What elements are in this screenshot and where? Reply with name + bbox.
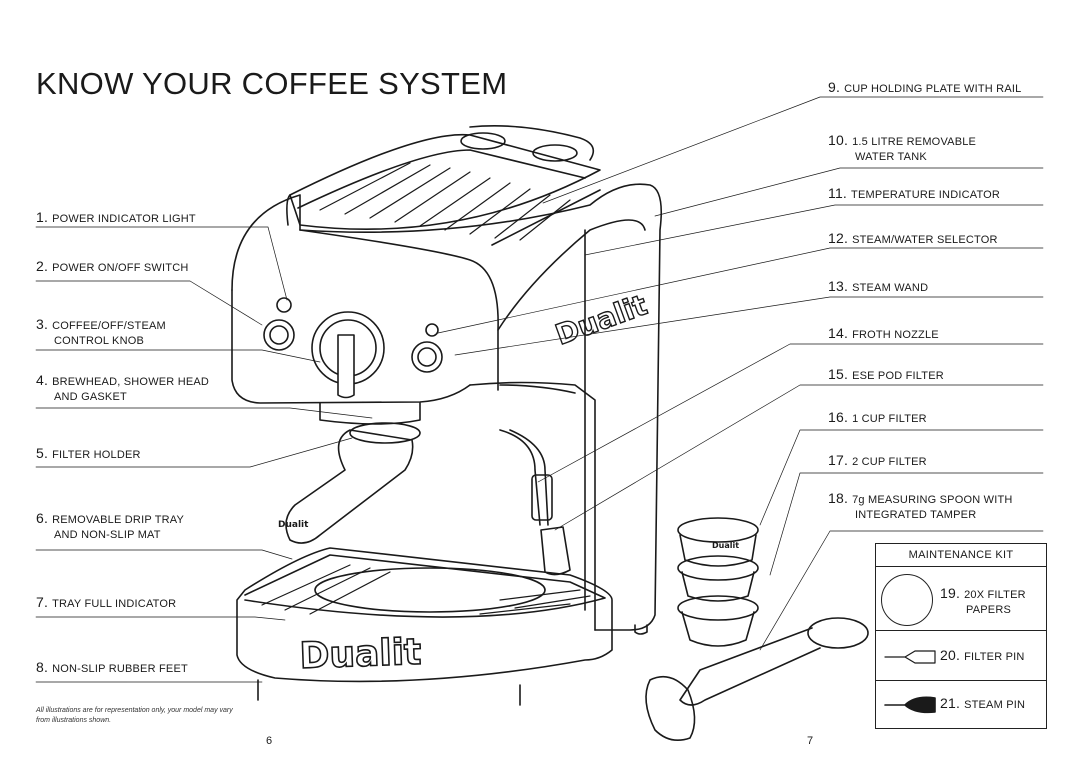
label-text: FROTH NOZZLE	[852, 329, 939, 341]
maintenance-kit-heading: MAINTENANCE KIT	[876, 544, 1046, 567]
label-control-knob: 3.COFFEE/OFF/STEAM CONTROL KNOB	[36, 317, 166, 349]
kit-divider	[876, 680, 1046, 681]
label-text: CUP HOLDING PLATE WITH RAIL	[844, 83, 1022, 95]
label-number: 14.	[828, 325, 849, 341]
filter-paper-icon	[881, 574, 933, 626]
steam-wand	[499, 429, 571, 576]
label-number: 12.	[828, 230, 849, 246]
filter-holder	[285, 422, 421, 544]
page-number-left: 6	[266, 735, 273, 747]
measuring-spoon	[645, 617, 869, 741]
label-text: STEAM PIN	[964, 699, 1026, 711]
maintenance-kit-box: MAINTENANCE KIT 19.20X FILTER PAPERS 20.…	[875, 543, 1047, 729]
label-tray-full-indicator: 7.TRAY FULL INDICATOR	[36, 595, 176, 612]
label-brewhead: 4.BREWHEAD, SHOWER HEAD AND GASKET	[36, 373, 209, 405]
label-cup-holding-plate: 9.CUP HOLDING PLATE WITH RAIL	[828, 80, 1021, 97]
label-number: 4.	[36, 372, 49, 388]
label-number: 16.	[828, 409, 849, 425]
label-text: STEAM/WATER SELECTOR	[852, 234, 998, 246]
label-text: REMOVABLE DRIP TRAY	[52, 514, 185, 526]
label-text: FILTER PIN	[964, 651, 1025, 663]
label-number: 2.	[36, 258, 49, 274]
label-text: ESE POD FILTER	[852, 370, 944, 382]
label-number: 8.	[36, 659, 49, 675]
label-number: 13.	[828, 278, 849, 294]
label-number: 7.	[36, 594, 49, 610]
label-power-switch: 2.POWER ON/OFF SWITCH	[36, 259, 188, 276]
label-number: 18.	[828, 490, 849, 506]
label-text-line2: INTEGRATED TAMPER	[855, 509, 977, 521]
label-2-cup-filter: 17.2 CUP FILTER	[828, 453, 927, 470]
label-number: 21.	[940, 695, 961, 711]
label-text-line2: PAPERS	[966, 604, 1012, 616]
label-steam-wand: 13.STEAM WAND	[828, 279, 928, 296]
label-number: 15.	[828, 366, 849, 382]
brand-logo-tray: Dualit	[299, 632, 422, 677]
label-text-line2: AND NON-SLIP MAT	[54, 529, 161, 541]
label-text: BREWHEAD, SHOWER HEAD	[52, 376, 210, 388]
kit-item-filter-papers: 19.20X FILTER PAPERS	[940, 586, 1026, 618]
label-text: TEMPERATURE INDICATOR	[851, 189, 1001, 201]
label-steam-water-selector: 12.STEAM/WATER SELECTOR	[828, 231, 998, 248]
page-number-right: 7	[807, 735, 814, 747]
label-text: FILTER HOLDER	[52, 449, 141, 461]
label-text: 2 CUP FILTER	[852, 456, 927, 468]
label-ese-pod-filter: 15.ESE POD FILTER	[828, 367, 944, 384]
label-froth-nozzle: 14.FROTH NOZZLE	[828, 326, 939, 343]
brand-logo-body: Dualit	[551, 288, 651, 351]
label-text: NON-SLIP RUBBER FEET	[52, 663, 188, 675]
label-number: 3.	[36, 316, 49, 332]
kit-divider	[876, 630, 1046, 631]
label-power-indicator-light: 1.POWER INDICATOR LIGHT	[36, 210, 196, 227]
label-number: 10.	[828, 132, 849, 148]
label-text: 1 CUP FILTER	[852, 413, 927, 425]
machine-body	[231, 183, 663, 631]
drip-tray	[236, 547, 648, 706]
label-text: TRAY FULL INDICATOR	[52, 598, 177, 610]
label-rubber-feet: 8.NON-SLIP RUBBER FEET	[36, 660, 188, 677]
label-number: 1.	[36, 209, 49, 225]
label-water-tank: 10.1.5 LITRE REMOVABLE WATER TANK	[828, 133, 976, 165]
brand-logo-handle: Dualit	[278, 520, 309, 530]
label-number: 9.	[828, 79, 841, 95]
label-number: 19.	[940, 585, 961, 601]
filter-baskets	[677, 517, 759, 647]
label-text: COFFEE/OFF/STEAM	[52, 320, 166, 332]
kit-item-filter-pin: 20.FILTER PIN	[940, 648, 1025, 665]
cup-holding-plate	[286, 133, 601, 246]
page-title: KNOW YOUR COFFEE SYSTEM	[36, 66, 508, 101]
label-text: STEAM WAND	[852, 282, 929, 294]
brand-logo-filter: Dualit	[712, 541, 739, 550]
label-number: 6.	[36, 510, 49, 526]
label-measuring-spoon: 18.7g MEASURING SPOON WITH INTEGRATED TA…	[828, 491, 1013, 523]
label-text: POWER INDICATOR LIGHT	[52, 213, 196, 225]
label-text-line2: AND GASKET	[54, 391, 127, 403]
label-1-cup-filter: 16.1 CUP FILTER	[828, 410, 927, 427]
label-text-line2: CONTROL KNOB	[54, 335, 145, 347]
label-text: 7g MEASURING SPOON WITH	[852, 494, 1013, 506]
label-text: 1.5 LITRE REMOVABLE	[852, 136, 977, 148]
control-panel	[263, 297, 443, 399]
label-text: 20X FILTER	[964, 589, 1026, 601]
label-temperature-indicator: 11.TEMPERATURE INDICATOR	[828, 186, 1000, 203]
label-number: 5.	[36, 445, 49, 461]
label-number: 20.	[940, 647, 961, 663]
disclaimer-note: All illustrations are for representation…	[36, 707, 233, 724]
label-filter-holder: 5.FILTER HOLDER	[36, 446, 141, 463]
label-number: 17.	[828, 452, 849, 468]
kit-item-steam-pin: 21.STEAM PIN	[940, 696, 1025, 713]
label-number: 11.	[828, 185, 848, 201]
label-text-line2: WATER TANK	[855, 151, 927, 163]
label-text: POWER ON/OFF SWITCH	[52, 262, 189, 274]
label-drip-tray: 6.REMOVABLE DRIP TRAY AND NON-SLIP MAT	[36, 511, 184, 543]
